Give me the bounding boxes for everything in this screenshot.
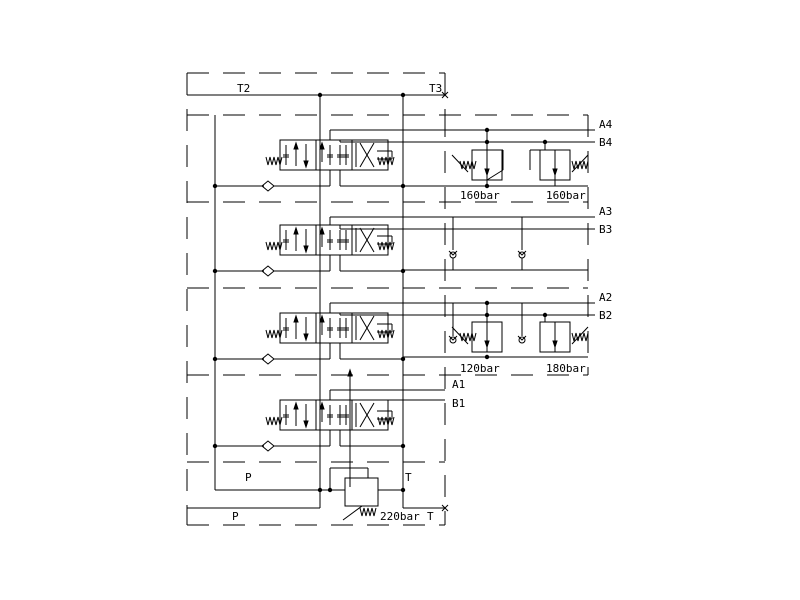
spring-icon <box>265 329 283 339</box>
junction-dot <box>484 300 490 306</box>
spring-icon <box>265 416 283 426</box>
junction-dot <box>542 139 548 145</box>
junction-dot <box>212 443 218 449</box>
arrow-head-icon <box>293 226 299 235</box>
port-label-b3: B3 <box>599 223 612 236</box>
arrow-head-icon <box>303 245 309 254</box>
check-valve-seat <box>448 250 458 256</box>
junction-dot <box>400 92 406 98</box>
arrow-head-icon <box>293 314 299 323</box>
check-valve-icon <box>261 353 275 365</box>
arrow-head-icon <box>293 141 299 150</box>
pipe-line <box>359 402 375 428</box>
arrow-head-icon <box>319 141 325 150</box>
port-label-a2: A2 <box>599 291 612 304</box>
port-label-t-inner: T <box>405 471 412 484</box>
check-valve-icon <box>518 336 526 344</box>
arrow-head-icon <box>552 340 558 349</box>
junction-dot <box>317 92 323 98</box>
check-valve-seat <box>448 335 458 341</box>
pipe-line <box>359 315 375 341</box>
junction-dot <box>327 487 333 493</box>
port-plug-icon <box>441 504 449 512</box>
spring-icon <box>359 507 377 517</box>
spring-icon <box>377 156 395 166</box>
arrow-head-icon <box>293 401 299 410</box>
spring-icon <box>377 241 395 251</box>
arrow-head-icon <box>484 340 490 349</box>
adjust-arrow-icon <box>571 326 589 345</box>
arrow-head-icon <box>319 226 325 235</box>
arrow-head-icon <box>303 420 309 429</box>
directional-valve-body <box>279 139 389 171</box>
port-label-p-inner: P <box>245 471 252 484</box>
junction-dot <box>400 487 406 493</box>
junction-dot <box>400 356 406 362</box>
spring-icon <box>377 329 395 339</box>
junction-dot <box>542 312 548 318</box>
arrow-head-icon <box>319 401 325 410</box>
spring-icon <box>265 241 283 251</box>
check-valve-seat <box>517 250 527 256</box>
pipe-line <box>359 227 375 253</box>
pipe-line <box>486 169 504 181</box>
junction-dot <box>212 356 218 362</box>
junction-dot <box>484 127 490 133</box>
check-valve-icon <box>261 440 275 452</box>
port-plug-icon <box>441 91 449 99</box>
directional-valve-body <box>279 399 389 431</box>
check-valve-seat <box>517 335 527 341</box>
arrow-head-icon <box>347 368 353 377</box>
spring-icon <box>377 416 395 426</box>
arrow-head-icon <box>319 314 325 323</box>
adjust-arrow-icon <box>451 154 469 173</box>
check-valve-icon <box>261 180 275 192</box>
arrow-head-icon <box>303 160 309 169</box>
directional-valve-body <box>279 312 389 344</box>
port-label-a4: A4 <box>599 118 613 131</box>
port-label-p-outer: P <box>232 510 239 523</box>
relief-setting-s2a: 120bar <box>460 362 500 375</box>
port-label-b4: B4 <box>599 136 613 149</box>
junction-dot <box>484 354 490 360</box>
port-label-t2: T2 <box>237 82 250 95</box>
adjust-arrow-icon <box>451 326 469 345</box>
spring-icon <box>571 332 589 342</box>
port-label-t-outer: T <box>427 510 434 523</box>
arrow-head-icon <box>303 333 309 342</box>
spring-icon <box>571 160 589 170</box>
adjust-arrow-icon <box>571 154 589 173</box>
junction-dot <box>212 183 218 189</box>
arrow-head-icon <box>484 168 490 177</box>
port-label-a3: A3 <box>599 205 612 218</box>
port-label-t3: T3 <box>429 82 442 95</box>
relief-setting-main: 220bar <box>380 510 420 523</box>
relief-setting-s2b: 180bar <box>546 362 586 375</box>
junction-dot <box>400 268 406 274</box>
check-valve-icon <box>449 336 457 344</box>
check-valve-icon <box>261 265 275 277</box>
port-label-b1: B1 <box>452 397 465 410</box>
spring-icon <box>459 332 477 342</box>
relief-setting-s4b: 160bar <box>546 189 586 202</box>
adjust-arrow-icon <box>342 505 363 521</box>
arrow-head-icon <box>552 168 558 177</box>
spring-icon <box>459 160 477 170</box>
pipe-line <box>359 142 375 168</box>
spring-icon <box>265 156 283 166</box>
junction-dot <box>400 443 406 449</box>
port-label-a1: A1 <box>452 378 465 391</box>
port-label-b2: B2 <box>599 309 612 322</box>
junction-dot <box>212 268 218 274</box>
directional-valve-body <box>279 224 389 256</box>
relief-setting-s4a: 160bar <box>460 189 500 202</box>
